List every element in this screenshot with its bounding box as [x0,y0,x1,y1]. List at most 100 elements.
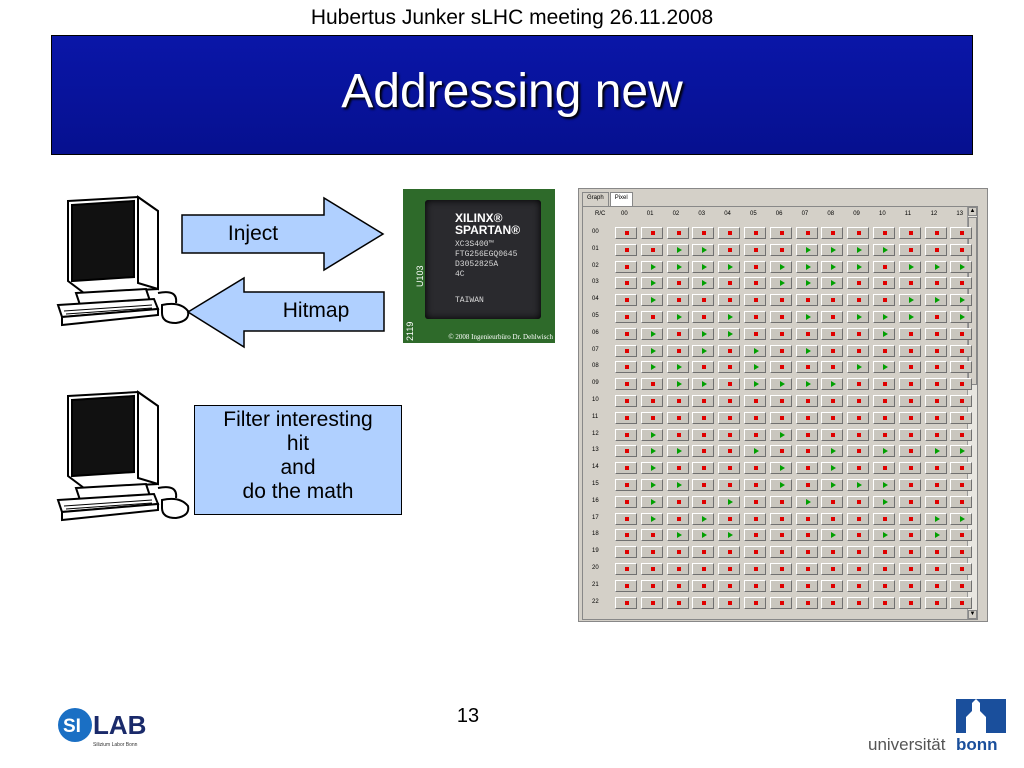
pixel-toggle-button[interactable] [769,495,792,508]
pixel-toggle-button[interactable] [873,227,895,239]
pixel-toggle-button[interactable] [873,546,895,559]
pixel-toggle-button[interactable] [873,361,895,374]
pixel-toggle-button[interactable] [640,462,663,475]
pixel-toggle-button[interactable] [692,529,715,542]
pixel-toggle-button[interactable] [692,378,715,391]
pixel-toggle-button[interactable] [666,479,689,491]
pixel-toggle-button[interactable] [718,479,741,491]
pixel-toggle-button[interactable] [615,596,637,609]
pixel-toggle-button[interactable] [615,495,637,508]
pixel-toggle-button[interactable] [769,227,792,239]
pixel-toggle-button[interactable] [950,243,973,256]
pixel-toggle-button[interactable] [615,579,637,592]
pixel-toggle-button[interactable] [950,512,973,525]
pixel-toggle-button[interactable] [821,579,844,592]
pixel-toggle-button[interactable] [692,445,715,458]
pixel-toggle-button[interactable] [615,260,637,273]
pixel-toggle-button[interactable] [666,227,689,239]
pixel-toggle-button[interactable] [821,260,844,273]
pixel-toggle-button[interactable] [821,395,844,407]
pixel-toggle-button[interactable] [769,243,792,256]
pixel-toggle-button[interactable] [666,294,689,307]
pixel-toggle-button[interactable] [847,344,870,357]
pixel-toggle-button[interactable] [847,294,870,307]
pixel-toggle-button[interactable] [718,495,741,508]
pixel-toggle-button[interactable] [924,411,947,424]
pixel-toggle-button[interactable] [873,596,895,609]
pixel-toggle-button[interactable] [847,596,870,609]
pixel-toggle-button[interactable] [666,378,689,391]
pixel-toggle-button[interactable] [795,277,818,290]
pixel-toggle-button[interactable] [924,260,947,273]
pixel-toggle-button[interactable] [718,579,741,592]
pixel-toggle-button[interactable] [744,294,766,307]
pixel-toggle-button[interactable] [795,395,818,407]
pixel-toggle-button[interactable] [950,428,973,441]
pixel-toggle-button[interactable] [847,277,870,290]
pixel-toggle-button[interactable] [821,546,844,559]
pixel-toggle-button[interactable] [615,327,637,340]
pixel-toggle-button[interactable] [615,294,637,307]
pixel-toggle-button[interactable] [795,227,818,239]
pixel-toggle-button[interactable] [744,579,766,592]
pixel-toggle-button[interactable] [821,596,844,609]
pixel-toggle-button[interactable] [744,479,766,491]
pixel-toggle-button[interactable] [795,327,818,340]
pixel-toggle-button[interactable] [640,260,663,273]
pixel-toggle-button[interactable] [795,479,818,491]
pixel-toggle-button[interactable] [666,529,689,542]
pixel-toggle-button[interactable] [640,227,663,239]
pixel-toggle-button[interactable] [718,445,741,458]
pixel-toggle-button[interactable] [692,311,715,323]
pixel-toggle-button[interactable] [769,361,792,374]
pixel-toggle-button[interactable] [640,596,663,609]
pixel-toggle-button[interactable] [898,327,921,340]
pixel-toggle-button[interactable] [950,529,973,542]
pixel-toggle-button[interactable] [924,277,947,290]
pixel-toggle-button[interactable] [718,327,741,340]
pixel-toggle-button[interactable] [847,563,870,575]
pixel-toggle-button[interactable] [795,260,818,273]
pixel-toggle-button[interactable] [950,378,973,391]
pixel-toggle-button[interactable] [692,227,715,239]
pixel-toggle-button[interactable] [615,428,637,441]
pixel-toggle-button[interactable] [769,395,792,407]
pixel-toggle-button[interactable] [950,327,973,340]
pixel-toggle-button[interactable] [898,294,921,307]
pixel-toggle-button[interactable] [950,579,973,592]
pixel-toggle-button[interactable] [950,479,973,491]
pixel-toggle-button[interactable] [615,462,637,475]
pixel-toggle-button[interactable] [873,378,895,391]
pixel-toggle-button[interactable] [847,378,870,391]
pixel-toggle-button[interactable] [898,361,921,374]
pixel-toggle-button[interactable] [898,311,921,323]
pixel-toggle-button[interactable] [666,462,689,475]
pixel-toggle-button[interactable] [692,579,715,592]
pixel-toggle-button[interactable] [847,479,870,491]
pixel-toggle-button[interactable] [640,546,663,559]
pixel-toggle-button[interactable] [795,243,818,256]
pixel-toggle-button[interactable] [898,260,921,273]
pixel-toggle-button[interactable] [950,277,973,290]
pixel-toggle-button[interactable] [873,311,895,323]
pixel-toggle-button[interactable] [898,344,921,357]
pixel-toggle-button[interactable] [924,445,947,458]
pixel-toggle-button[interactable] [615,378,637,391]
pixel-toggle-button[interactable] [640,495,663,508]
pixel-toggle-button[interactable] [769,462,792,475]
pixel-toggle-button[interactable] [821,411,844,424]
pixel-toggle-button[interactable] [718,378,741,391]
pixel-toggle-button[interactable] [615,227,637,239]
pixel-toggle-button[interactable] [795,411,818,424]
pixel-toggle-button[interactable] [666,311,689,323]
pixel-toggle-button[interactable] [821,277,844,290]
pixel-toggle-button[interactable] [692,344,715,357]
pixel-toggle-button[interactable] [924,579,947,592]
pixel-toggle-button[interactable] [718,260,741,273]
pixel-toggle-button[interactable] [924,227,947,239]
pixel-toggle-button[interactable] [873,445,895,458]
pixel-toggle-button[interactable] [692,243,715,256]
pixel-toggle-button[interactable] [795,596,818,609]
pixel-toggle-button[interactable] [950,344,973,357]
pixel-toggle-button[interactable] [847,327,870,340]
